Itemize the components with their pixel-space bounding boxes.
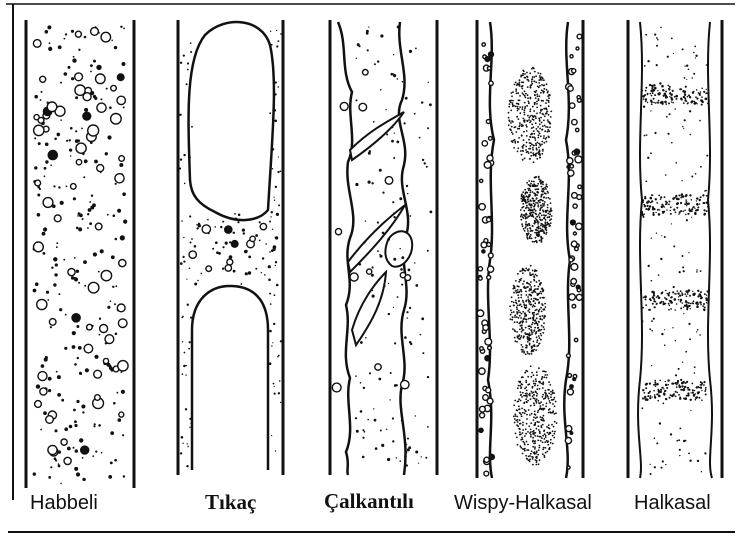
wispy-film-bubbles (477, 34, 582, 476)
tube-bubbly (26, 20, 134, 488)
label-annular: Halkasal (634, 492, 711, 515)
label-churn: Çalkantılı (324, 489, 414, 514)
taylor-bubble-upper (189, 22, 274, 220)
taylor-bubble-lower (192, 286, 268, 470)
churn-wisp-3 (352, 272, 386, 345)
label-slug: Tıkaç (205, 490, 256, 515)
annular-film-left (638, 22, 642, 478)
annular-droplets (641, 27, 709, 475)
label-bubbly: Habbeli (30, 492, 98, 515)
tube-annular (628, 20, 722, 478)
churn-interface-left (338, 22, 353, 475)
label-wispy: Wispy-Halkasal (454, 492, 592, 515)
churn-wisp-1 (350, 112, 404, 160)
wispy-droplet-clouds (508, 67, 558, 466)
tube-slug (178, 20, 283, 475)
bubble-cluster (33, 25, 129, 484)
churn-pocket (385, 231, 412, 266)
tube-wispy (477, 20, 583, 478)
tube-churn (330, 20, 437, 475)
annular-film-right (708, 22, 712, 478)
